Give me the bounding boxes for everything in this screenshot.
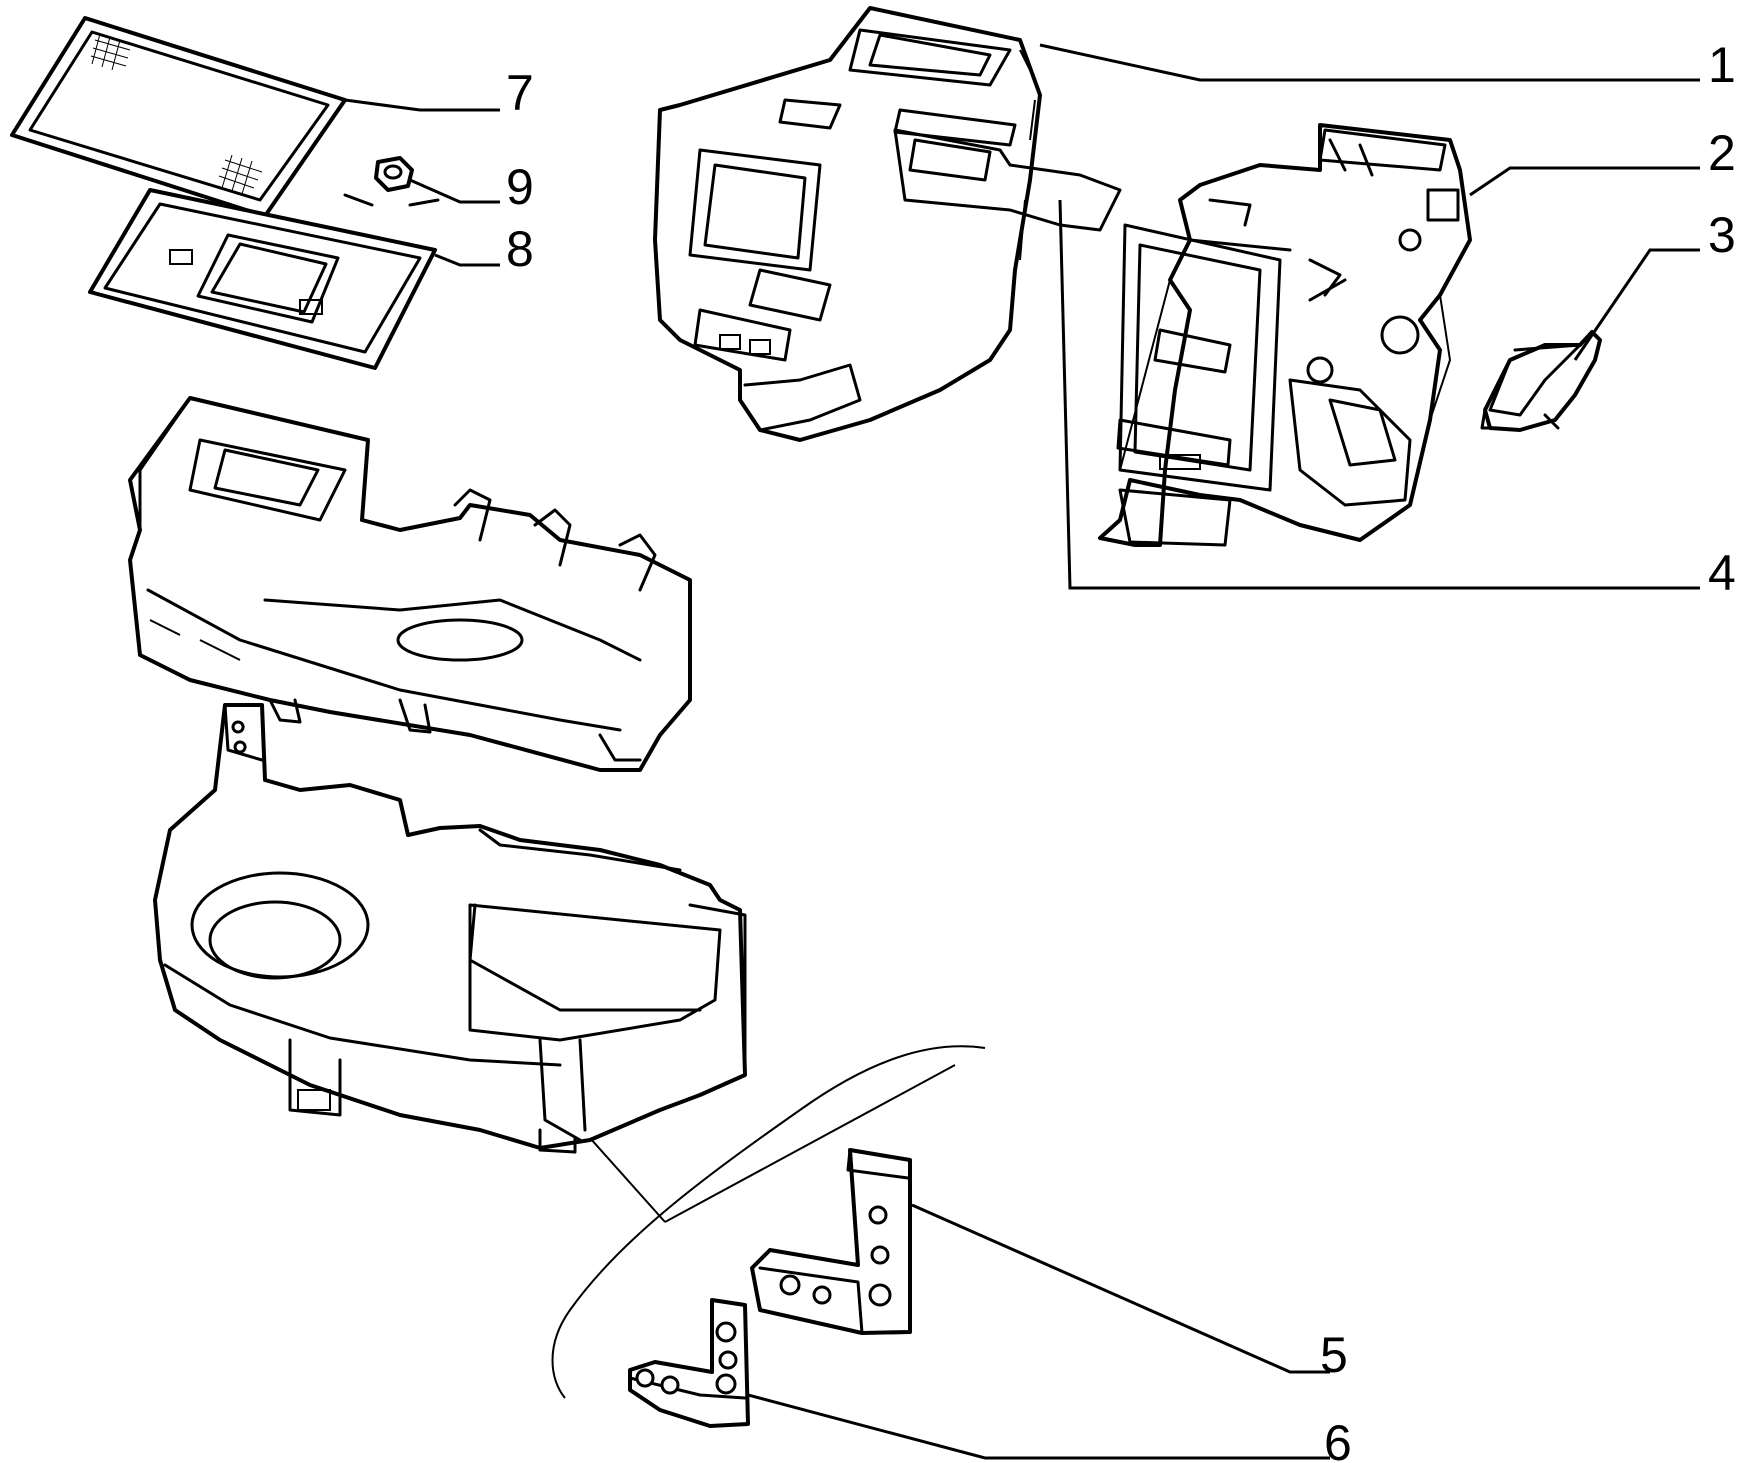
- callout-1: 1: [1708, 37, 1736, 93]
- leader-5: [911, 1203, 1330, 1374]
- heater-housing-part-2: [1098, 123, 1472, 547]
- callout-9: 9: [506, 159, 534, 215]
- leader-7: [344, 98, 500, 112]
- callout-labels: 1 2 3 4 5 6 7 8 9: [506, 37, 1736, 1463]
- callout-5: 5: [1320, 1327, 1348, 1383]
- leader-8: [434, 253, 500, 267]
- leader-3: [1573, 248, 1700, 361]
- callout-8: 8: [506, 221, 534, 277]
- clip-nut-part-9: [343, 156, 440, 207]
- callout-2: 2: [1708, 125, 1736, 181]
- callout-6: 6: [1324, 1415, 1352, 1463]
- detail-indicator: [551, 1045, 986, 1399]
- leader-6: [747, 1393, 1330, 1460]
- leader-4: [1058, 199, 1700, 590]
- bracket-part-6: [628, 1298, 750, 1428]
- leader-1: [1039, 43, 1700, 82]
- callout-4: 4: [1708, 545, 1736, 601]
- actuator-part-3: [1480, 330, 1602, 432]
- callout-7: 7: [506, 65, 534, 121]
- filter-frame-part-8: [88, 188, 437, 370]
- leader-2: [1469, 166, 1700, 197]
- upper-blower-housing: [128, 396, 692, 772]
- lower-blower-housing: [153, 703, 747, 1154]
- leader-9: [409, 178, 500, 204]
- bracket-part-5: [750, 1148, 912, 1335]
- distribution-housing-part-1: [653, 6, 1122, 442]
- callout-3: 3: [1708, 207, 1736, 263]
- filter-panel-part-7: [10, 16, 347, 218]
- leader-lines: [344, 43, 1700, 1460]
